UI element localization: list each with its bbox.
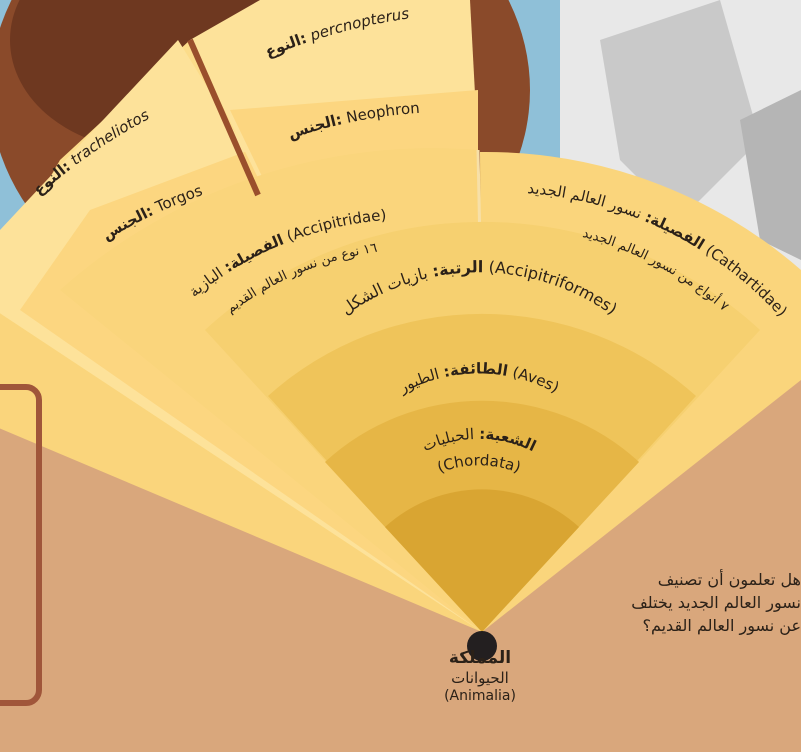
- rock-shadow-2: [740, 90, 801, 260]
- question-line-2: نسور العالم الجديد يختلف: [631, 593, 801, 613]
- question-line-1: هل تعلمون أن تصنيف: [657, 570, 801, 589]
- kingdom-label: المملكة الحيوانات (Animalia): [380, 648, 580, 706]
- fun-fact-question: هل تعلمون أن تصنيف نسور العالم الجديد يخ…: [571, 568, 801, 638]
- wedge-divider: [187, 38, 261, 197]
- ring-kingdom: [385, 489, 579, 632]
- kingdom-name: الحيوانات: [451, 669, 509, 688]
- kingdom-latin: (Animalia): [444, 688, 516, 704]
- kingdom-title: المملكة: [448, 648, 512, 668]
- question-line-3: عن نسور العالم القديم؟: [642, 616, 801, 636]
- root-node-dot: [467, 631, 497, 661]
- side-panel-frame: [0, 384, 42, 706]
- rock-shadow: [600, 0, 760, 220]
